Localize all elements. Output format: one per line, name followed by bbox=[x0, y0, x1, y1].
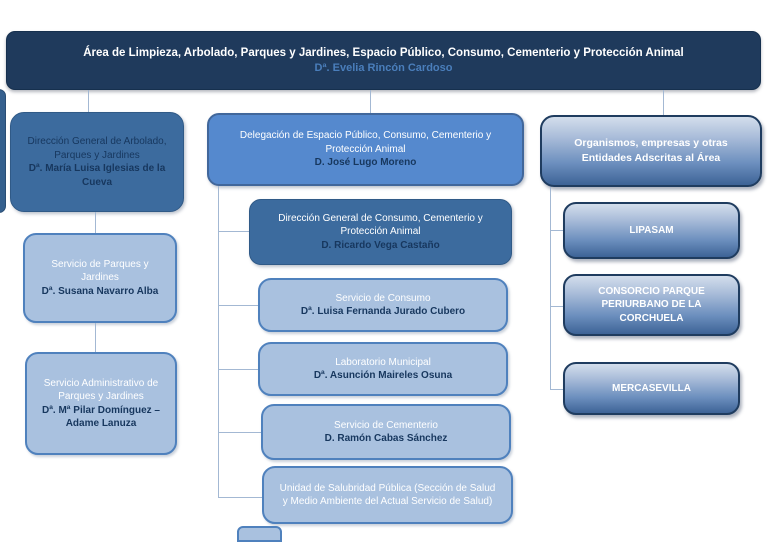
org-node-direccion-consumo: Dirección General de Consumo, Cementerio… bbox=[249, 199, 512, 265]
org-node-title: Dirección General de Consumo, Cementerio… bbox=[278, 212, 483, 238]
org-node-delegacion: Delegación de Espacio Público, Consumo, … bbox=[207, 113, 524, 186]
org-node-title: MERCASEVILLA bbox=[612, 382, 691, 394]
clipped-box-bottom bbox=[237, 526, 282, 542]
org-node-title: Servicio de Cementerio bbox=[334, 419, 438, 431]
org-node-title: Área de Limpieza, Arbolado, Parques y Ja… bbox=[83, 46, 684, 59]
org-node-consorcio-corchuela: CONSORCIO PARQUE PERIURBANO DE LA CORCHU… bbox=[563, 274, 740, 336]
org-node-title: LIPASAM bbox=[629, 224, 674, 236]
connector-line bbox=[218, 432, 262, 433]
org-node-title: Servicio de Parques y Jardines bbox=[51, 258, 149, 284]
org-node-person: Dª. Asunción Maireles Osuna bbox=[313, 370, 453, 381]
clipped-box-left bbox=[0, 89, 6, 213]
org-node-title: Servicio Administrativo de Parques y Jar… bbox=[43, 377, 159, 403]
org-node-title: Laboratorio Municipal bbox=[335, 356, 431, 368]
org-node-title: Unidad de Salubridad Pública (Sección de… bbox=[279, 482, 496, 508]
org-node-person: Dª. María Luisa Iglesias de la Cueva bbox=[28, 163, 166, 188]
org-node-direccion-arbolado: Dirección General de Arbolado, Parques y… bbox=[10, 112, 184, 212]
org-node-area-root: Área de Limpieza, Arbolado, Parques y Ja… bbox=[6, 31, 761, 90]
org-node-title: CONSORCIO PARQUE PERIURBANO DE LA CORCHU… bbox=[598, 285, 705, 324]
org-node-servicio-consumo: Servicio de Consumo Dª. Luisa Fernanda J… bbox=[258, 278, 508, 332]
org-node-person: Dª. Luisa Fernanda Jurado Cubero bbox=[300, 306, 466, 317]
org-node-laboratorio-municipal: Laboratorio Municipal Dª. Asunción Maire… bbox=[258, 342, 508, 396]
connector-line bbox=[370, 90, 371, 114]
org-node-person: D. Ramón Cabas Sánchez bbox=[324, 433, 448, 444]
connector-line bbox=[95, 212, 96, 233]
org-node-servicio-cementerio: Servicio de Cementerio D. Ramón Cabas Sá… bbox=[261, 404, 511, 460]
org-node-title: Organismos, empresas y otras Entidades A… bbox=[574, 136, 728, 164]
connector-line bbox=[550, 389, 563, 390]
org-node-title: Delegación de Espacio Público, Consumo, … bbox=[239, 130, 492, 155]
org-node-person: Dª. Mª Pilar Domínguez – Adame Lanuza bbox=[42, 404, 160, 430]
org-node-lipasam: LIPASAM bbox=[563, 202, 740, 259]
org-node-organismos: Organismos, empresas y otras Entidades A… bbox=[540, 115, 762, 187]
connector-line bbox=[218, 231, 249, 232]
connector-line bbox=[218, 497, 263, 498]
org-node-person: Dª. Evelia Rincón Cardoso bbox=[314, 61, 453, 74]
connector-line bbox=[663, 90, 664, 116]
connector-line bbox=[218, 305, 258, 306]
org-node-title: Dirección General de Arbolado, Parques y… bbox=[27, 136, 167, 161]
org-node-person: Dª. Susana Navarro Alba bbox=[41, 285, 159, 297]
connector-line bbox=[218, 186, 219, 498]
org-node-servicio-parques: Servicio de Parques y Jardines Dª. Susan… bbox=[23, 233, 177, 323]
connector-line bbox=[88, 90, 89, 113]
org-node-person: D. José Lugo Moreno bbox=[314, 157, 417, 169]
connector-line bbox=[550, 306, 563, 307]
connector-line bbox=[550, 187, 551, 390]
connector-line bbox=[550, 230, 563, 231]
org-node-title: Servicio de Consumo bbox=[335, 292, 431, 304]
org-node-servicio-administrativo: Servicio Administrativo de Parques y Jar… bbox=[25, 352, 177, 455]
org-node-person: D. Ricardo Vega Castaño bbox=[321, 239, 440, 251]
connector-line bbox=[218, 369, 258, 370]
org-node-unidad-salubridad: Unidad de Salubridad Pública (Sección de… bbox=[262, 466, 513, 524]
connector-line bbox=[95, 323, 96, 352]
org-node-mercasevilla: MERCASEVILLA bbox=[563, 362, 740, 415]
